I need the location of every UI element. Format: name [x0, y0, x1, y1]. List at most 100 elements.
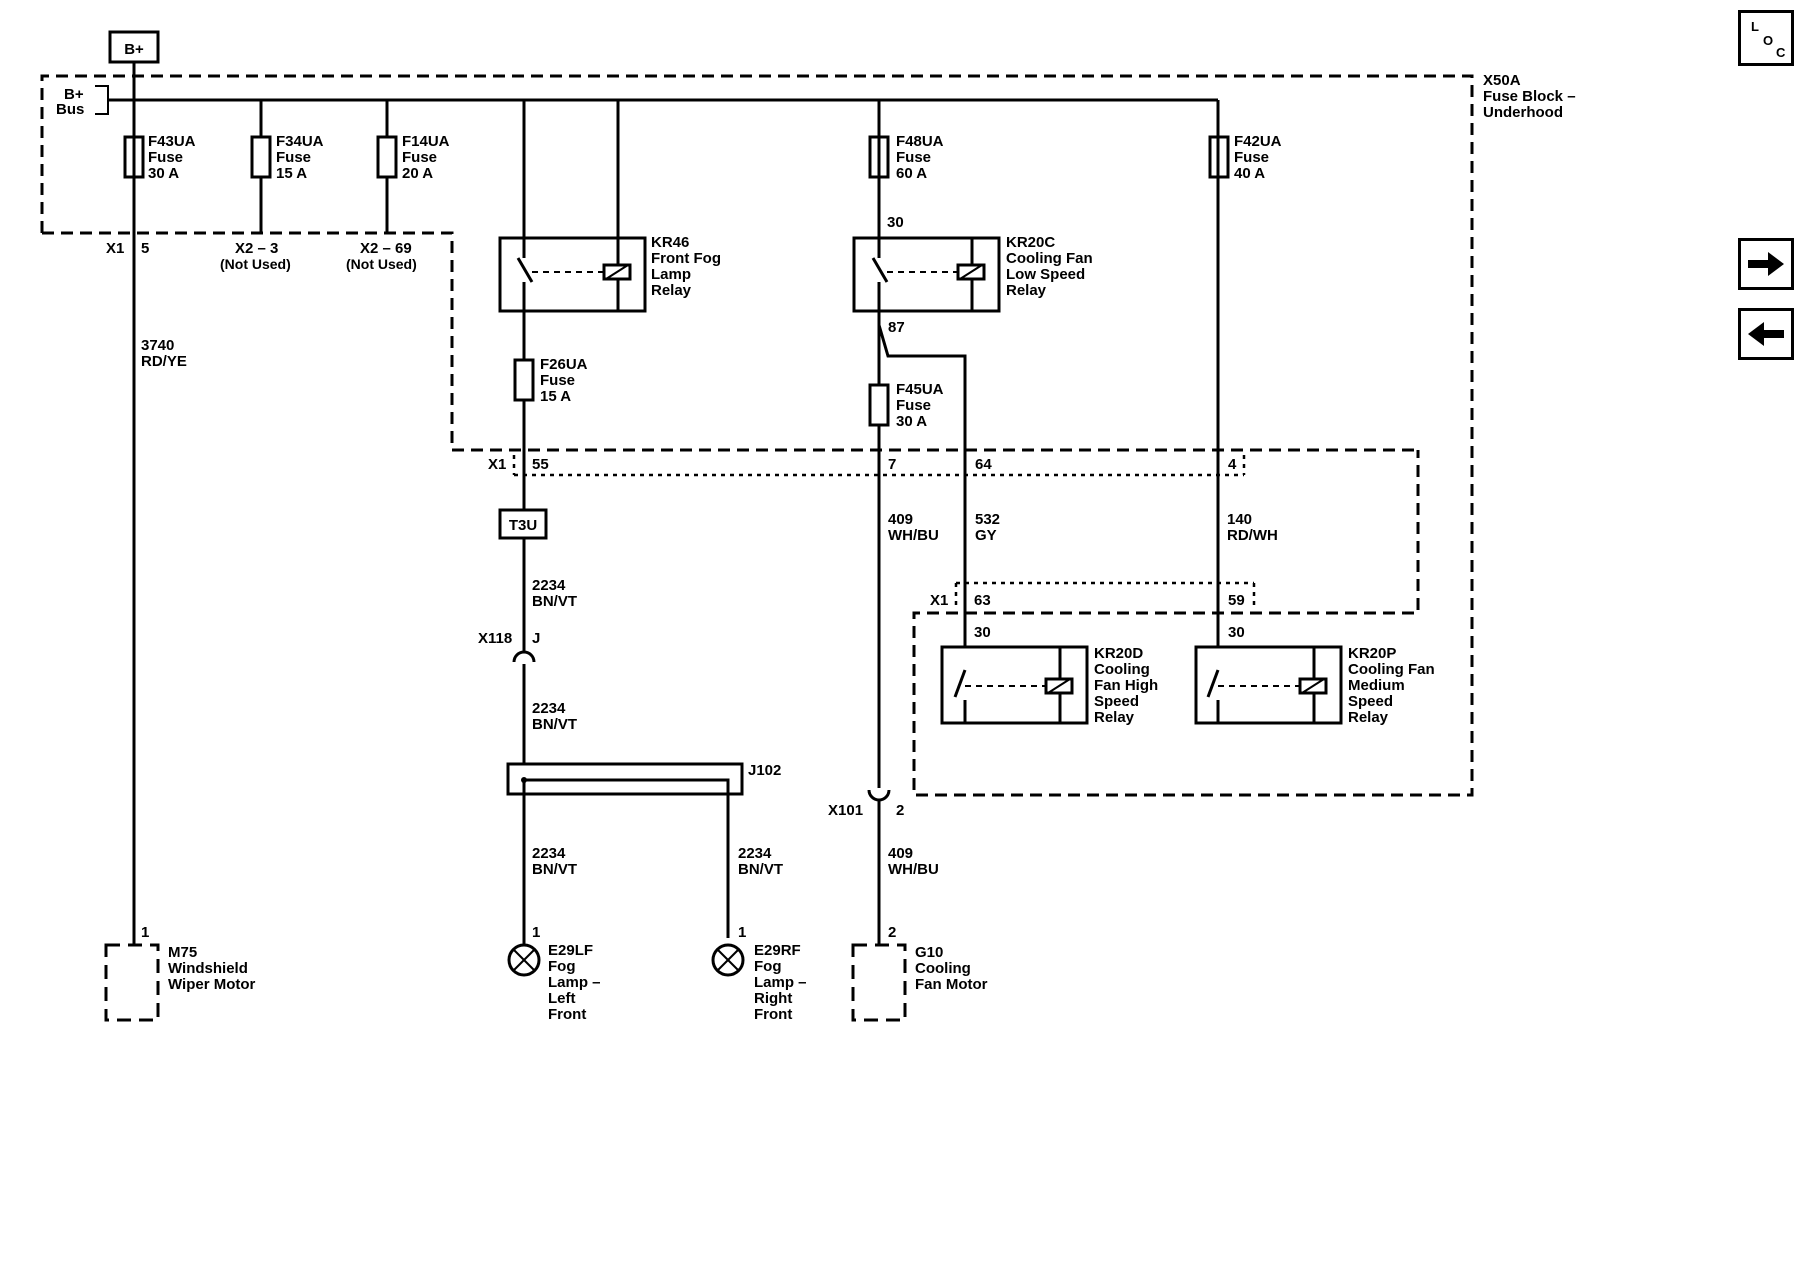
bus-label-line2: Bus — [56, 101, 84, 118]
fuse-f48ua: F48UA Fuse 60 A — [868, 133, 944, 182]
svg-text:E29LF: E29LF — [548, 942, 593, 959]
svg-text:Cooling Fan: Cooling Fan — [1006, 250, 1093, 267]
svg-text:55: 55 — [532, 456, 549, 473]
fuse-block-name-line1: Fuse Block – — [1483, 88, 1576, 105]
svg-text:Fuse: Fuse — [540, 372, 575, 389]
arrow-left-icon — [1748, 322, 1784, 346]
svg-text:59: 59 — [1228, 592, 1245, 609]
svg-text:BN/VT: BN/VT — [532, 716, 577, 733]
arrow-right-icon — [1748, 252, 1784, 276]
svg-text:Fog: Fog — [548, 958, 576, 975]
svg-text:Wiper Motor: Wiper Motor — [168, 976, 256, 993]
location-button[interactable]: L O C — [1738, 10, 1794, 66]
svg-text:63: 63 — [974, 592, 991, 609]
svg-text:Relay: Relay — [1348, 709, 1389, 726]
svg-text:2234: 2234 — [738, 845, 772, 862]
svg-text:Speed: Speed — [1348, 693, 1393, 710]
svg-text:F14UA: F14UA — [402, 133, 450, 150]
svg-text:2: 2 — [888, 924, 896, 941]
svg-text:RD/WH: RD/WH — [1227, 527, 1278, 544]
load-e29rf-fog-lamp-right: 1 E29RF Fog Lamp – Right Front — [711, 924, 807, 1023]
cooling-fan-circuit: F45UA Fuse 30 A 7 64 4 409 WH/BU 532 GY … — [828, 100, 1278, 944]
loc-letter-c: C — [1776, 45, 1786, 60]
svg-text:3740: 3740 — [141, 337, 174, 354]
x2-69-note: (Not Used) — [346, 256, 417, 272]
svg-text:Fuse: Fuse — [148, 149, 183, 166]
svg-text:Relay: Relay — [1094, 709, 1135, 726]
svg-text:F48UA: F48UA — [896, 133, 944, 150]
svg-text:X101: X101 — [828, 802, 863, 819]
svg-text:Lamp: Lamp — [651, 266, 691, 283]
bus-bar: B+ Bus — [56, 85, 1218, 118]
svg-text:Front Fog: Front Fog — [651, 250, 721, 267]
x2-69-label: X2 – 69 — [360, 240, 412, 257]
svg-text:Fan High: Fan High — [1094, 677, 1158, 694]
svg-text:30: 30 — [974, 624, 991, 641]
svg-text:Medium: Medium — [1348, 677, 1405, 694]
svg-text:Fuse: Fuse — [896, 397, 931, 414]
svg-text:Relay: Relay — [1006, 282, 1047, 299]
svg-text:BN/VT: BN/VT — [738, 861, 783, 878]
loc-letter-l: L — [1751, 19, 1759, 34]
svg-text:20 A: 20 A — [402, 165, 433, 182]
svg-text:Fuse: Fuse — [402, 149, 437, 166]
svg-text:2234: 2234 — [532, 845, 566, 862]
svg-text:Fog: Fog — [754, 958, 782, 975]
svg-text:30 A: 30 A — [896, 413, 927, 430]
relay-kr20p: 30 KR20P Cooling Fan Medium Speed Relay — [1194, 624, 1435, 726]
fuse-block-title: X50A Fuse Block – Underhood — [1483, 72, 1576, 121]
previous-page-button[interactable] — [1738, 308, 1794, 360]
svg-text:BN/VT: BN/VT — [532, 593, 577, 610]
svg-text:Fuse: Fuse — [896, 149, 931, 166]
svg-text:Windshield: Windshield — [168, 960, 248, 977]
svg-text:30: 30 — [1228, 624, 1245, 641]
fuse-block-name-line2: Underhood — [1483, 104, 1563, 121]
wiper-circuit: X1 5 3740 RD/YE — [106, 100, 187, 945]
svg-text:60 A: 60 A — [896, 165, 927, 182]
svg-text:T3U: T3U — [509, 517, 537, 534]
fuse-block-outline — [40, 74, 1474, 797]
svg-text:Fuse: Fuse — [1234, 149, 1269, 166]
svg-text:1: 1 — [532, 924, 540, 941]
fuse-f34ua: F34UA Fuse 15 A — [250, 100, 324, 233]
svg-text:Cooling: Cooling — [1094, 661, 1150, 678]
svg-text:KR20P: KR20P — [1348, 645, 1396, 662]
svg-text:30: 30 — [887, 214, 904, 231]
svg-text:30 A: 30 A — [148, 165, 179, 182]
fuse-f43ua: F43UA Fuse 30 A — [123, 133, 196, 182]
next-page-button[interactable] — [1738, 238, 1794, 290]
svg-text:X1: X1 — [930, 592, 948, 609]
load-e29lf-fog-lamp-left: 1 E29LF Fog Lamp – Left Front — [507, 924, 601, 1023]
svg-text:409: 409 — [888, 511, 913, 528]
bus-label-line1: B+ — [64, 86, 84, 103]
svg-text:J102: J102 — [748, 762, 781, 779]
svg-text:KR20D: KR20D — [1094, 645, 1143, 662]
svg-text:1: 1 — [141, 924, 149, 941]
svg-text:5: 5 — [141, 240, 149, 257]
svg-text:Relay: Relay — [651, 282, 692, 299]
svg-text:Left: Left — [548, 990, 576, 1007]
svg-text:BN/VT: BN/VT — [532, 861, 577, 878]
svg-text:Low Speed: Low Speed — [1006, 266, 1085, 283]
svg-text:15 A: 15 A — [540, 388, 571, 405]
svg-text:Front: Front — [548, 1006, 586, 1023]
svg-text:4: 4 — [1228, 456, 1237, 473]
svg-text:2234: 2234 — [532, 700, 566, 717]
svg-text:WH/BU: WH/BU — [888, 861, 939, 878]
relay-kr20d: 30 KR20D Cooling Fan High Speed Relay — [940, 624, 1158, 726]
svg-text:2: 2 — [896, 802, 904, 819]
svg-text:Cooling: Cooling — [915, 960, 971, 977]
svg-text:X1: X1 — [488, 456, 506, 473]
svg-text:J: J — [532, 630, 540, 647]
svg-text:Right: Right — [754, 990, 792, 1007]
svg-text:64: 64 — [975, 456, 992, 473]
svg-text:GY: GY — [975, 527, 997, 544]
svg-text:Speed: Speed — [1094, 693, 1139, 710]
svg-text:M75: M75 — [168, 944, 197, 961]
svg-text:87: 87 — [888, 319, 905, 336]
svg-text:Fan Motor: Fan Motor — [915, 976, 988, 993]
svg-text:WH/BU: WH/BU — [888, 527, 939, 544]
svg-text:X1: X1 — [106, 240, 124, 257]
svg-text:KR46: KR46 — [651, 234, 689, 251]
